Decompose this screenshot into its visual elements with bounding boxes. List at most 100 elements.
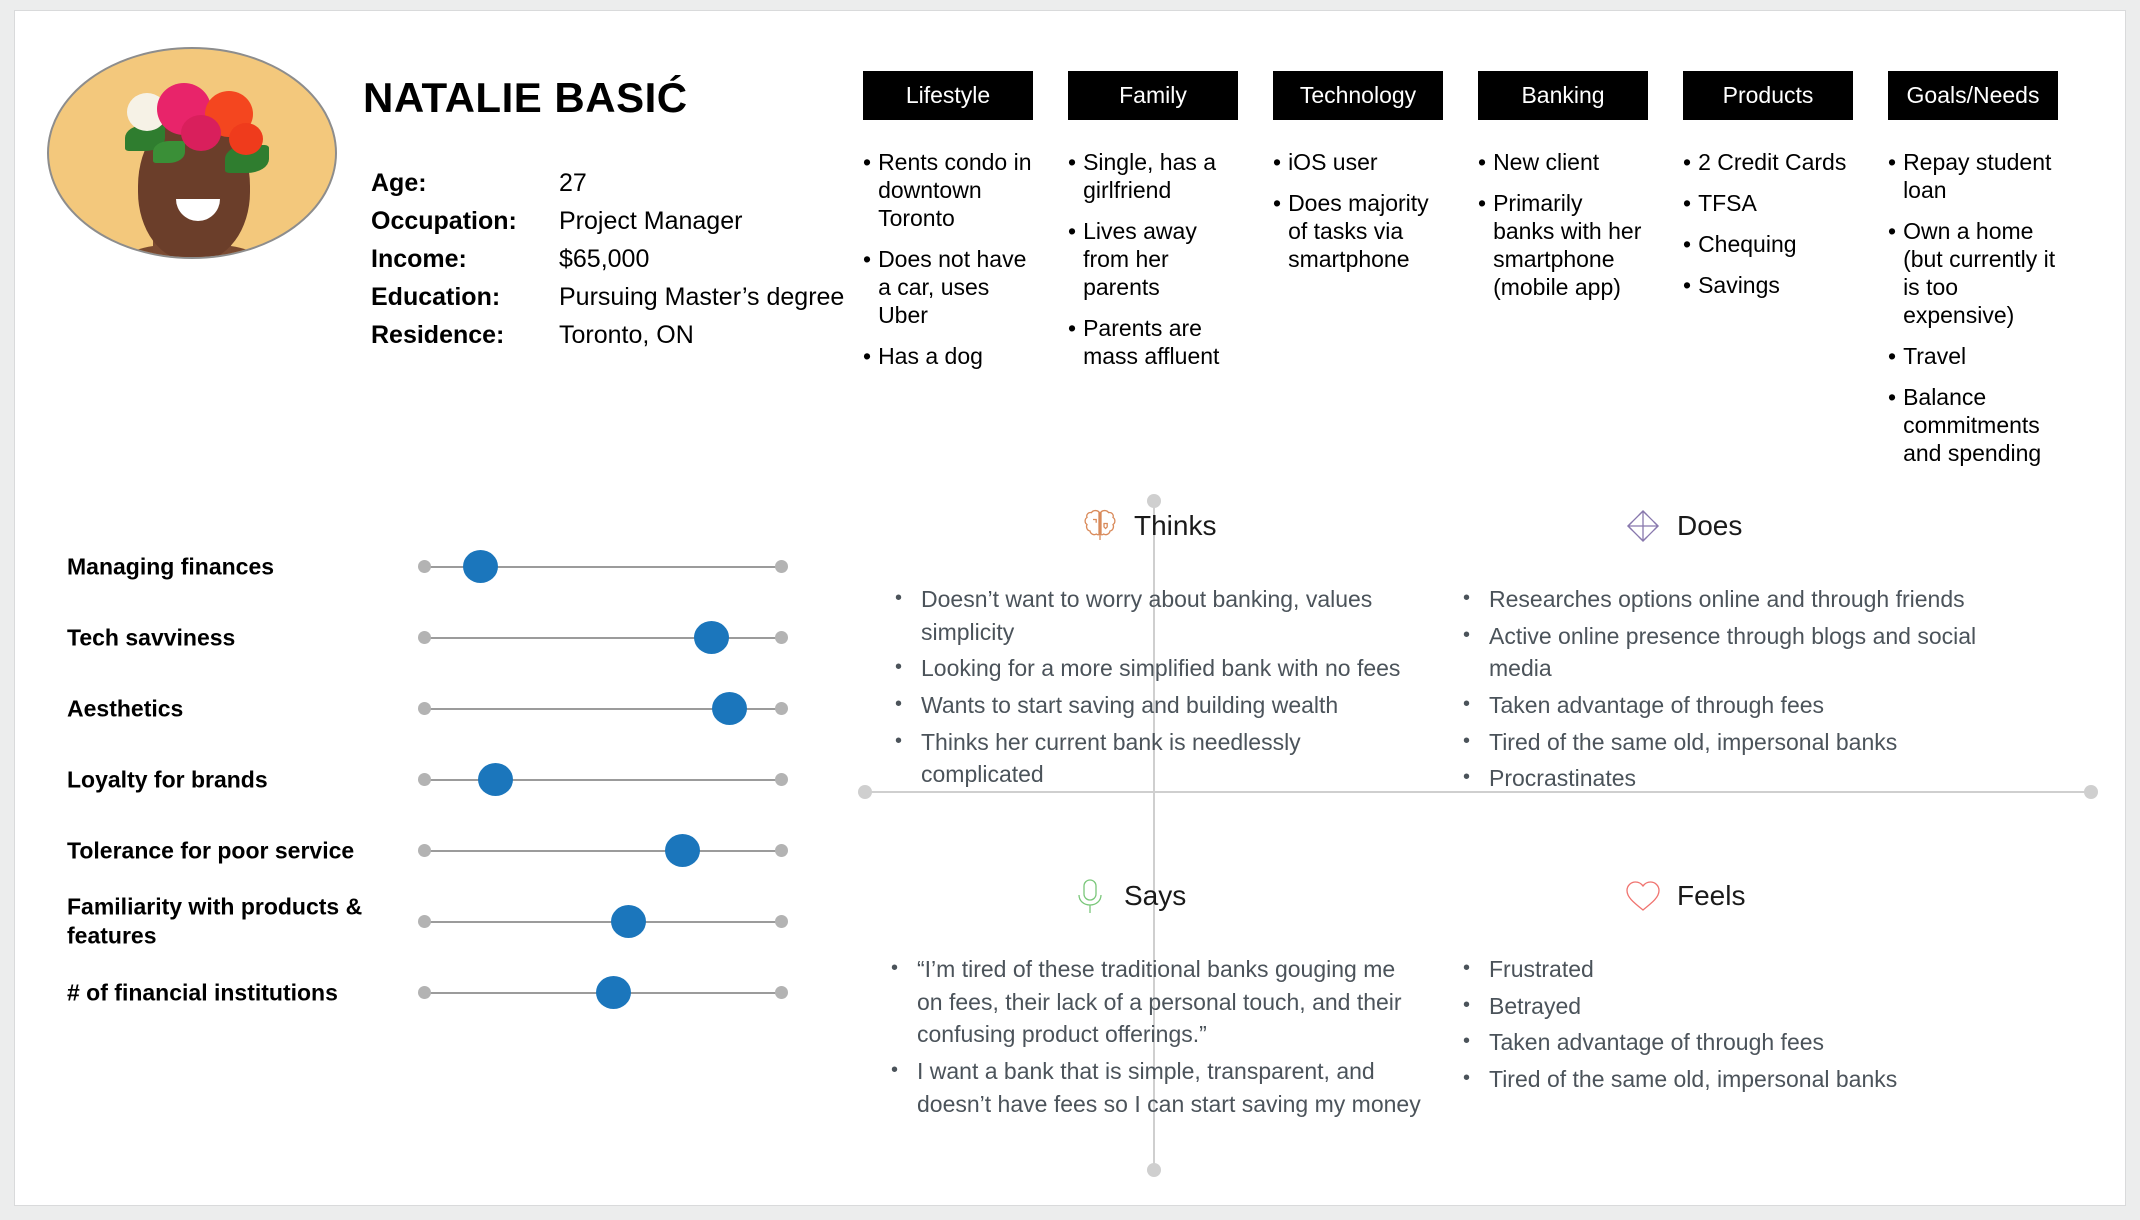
slider-endpoint-dot [775,702,788,715]
bullet-glyph: • [1683,149,1692,175]
slider-knob[interactable] [610,905,646,938]
slider-track-line [423,920,783,923]
bullet-glyph: • [891,1058,899,1081]
slider-label: Tech savviness [67,623,236,650]
slider-endpoint-dot [418,702,431,715]
move-arrows-icon [1623,506,1663,546]
slider-track[interactable] [418,692,788,725]
list-item-text: iOS user [1288,149,1378,175]
bullet-glyph: • [895,729,903,752]
slider-knob[interactable] [463,550,499,583]
bullet-glyph: • [1068,315,1077,342]
demographic-row: Residence: Toronto, ON [371,321,844,359]
list-item: •Frustrated [1463,953,2023,986]
category-list: •New client•Primarily banks with her sma… [1478,148,1648,301]
says-list: •“I’m tired of these traditional banks g… [891,953,1421,1120]
slider-row: Tech savviness [67,602,807,673]
avatar-smile [176,199,220,221]
leaf-icon [153,141,185,163]
slider-endpoint-dot [418,986,431,999]
bullet-glyph: • [1463,587,1471,609]
microphone-icon [1070,876,1110,916]
list-item: •“I’m tired of these traditional banks g… [891,953,1421,1051]
slider-endpoint-dot [418,560,431,573]
heart-icon [1623,876,1663,916]
slider-track[interactable] [418,621,788,654]
slider-track[interactable] [418,763,788,796]
bullet-glyph: • [1463,957,1471,979]
slider-label: Tolerance for poor service [67,836,355,863]
slider-knob[interactable] [477,763,513,796]
avatar [47,47,337,259]
bullet-glyph: • [895,656,903,679]
slider-endpoint-dot [418,773,431,786]
page-title: NATALIE BASIĆ [363,74,688,121]
slider-track[interactable] [418,976,788,1009]
list-item: •Researches options online and through f… [1463,583,2023,616]
bullet-glyph: • [1683,231,1692,258]
demographic-row: Income: $65,000 [371,245,844,283]
quadrant-title-says: Says [1070,876,1186,916]
list-item-text: Primarily banks with her smartphone (mob… [1493,190,1642,301]
slider-track-line [423,707,783,710]
list-item: •Rents condo in downtown Toronto [863,148,1033,232]
list-item: •Procrastinates [1463,762,2023,795]
category-header: Products [1683,71,1853,120]
bullet-glyph: • [863,343,872,370]
category-column: Technology •iOS user •Does majority of tas… [1273,71,1443,480]
bullet-glyph: • [1683,190,1692,217]
category-header: Lifestyle [863,71,1033,120]
list-item-text: Thinks her current bank is needlessly co… [921,728,1301,788]
slider-endpoint-dot [418,915,431,928]
list-item: •Primarily banks with her smartphone (mo… [1478,189,1648,301]
list-item-text: Active online presence through blogs and… [1489,622,1977,682]
list-item: •Chequing [1683,230,1853,258]
category-column: Goals/Needs•Repay student loan•Own a hom… [1888,71,2058,480]
list-item: •Doesn’t want to worry about banking, va… [895,583,1425,648]
bullet-glyph: • [1888,218,1897,245]
slider-knob[interactable] [711,692,747,725]
slider-knob[interactable] [596,976,632,1009]
bullet-glyph: • [1463,1030,1471,1053]
list-item: •Lives away from her parents [1068,217,1238,301]
demographic-value: $65,000 [559,245,650,273]
category-list: •iOS user •Does majority of tasks via sma… [1273,148,1443,273]
category-header: Technology [1273,71,1443,120]
feels-list: •Frustrated•Betrayed•Taken advantage of … [1463,953,2023,1096]
bullet-glyph: • [1463,993,1471,1016]
slider-track[interactable] [418,905,788,938]
list-item: •iOS user [1273,148,1443,176]
bullet-glyph: • [1273,190,1282,217]
demographic-value: Toronto, ON [559,321,694,349]
empathy-axis-horizontal [865,791,2095,793]
category-column: Banking •New client•Primarily banks with … [1478,71,1648,480]
bullet-glyph: • [895,692,903,715]
demographic-row: Education: Pursuing Master’s degree [371,283,844,321]
bullet-glyph: • [891,957,899,979]
list-item-text: Own a home (but currently it is too expe… [1903,218,2056,329]
slider-track[interactable] [418,550,788,583]
category-header: Banking [1478,71,1648,120]
demographic-value: 27 [559,169,587,197]
bullet-glyph: • [1683,272,1692,299]
list-item: •Repay student loan [1888,148,2058,204]
slider-knob[interactable] [664,834,700,867]
slider-track[interactable] [418,834,788,867]
bullet-glyph: • [1463,692,1471,715]
slider-endpoint-dot [775,631,788,644]
list-item-text: Single, has a girlfriend [1083,149,1217,204]
demographic-value: Project Manager [559,207,743,235]
slider-knob[interactable] [693,621,729,654]
slider-label: Managing finances [67,552,275,579]
list-item: •Does majority of tasks via smartphone [1273,189,1443,273]
list-item-text: Parents are mass affluent [1083,315,1220,370]
bullet-glyph: • [863,149,872,175]
slider-label: Loyalty for brands [67,765,268,792]
list-item: •Looking for a more simplified bank with… [895,652,1425,685]
bullet-glyph: • [1888,384,1897,411]
persona-canvas: NATALIE BASIĆ Age: 27 Occupation: Projec… [14,10,2126,1206]
list-item: •Does not have a car, uses Uber [863,245,1033,329]
list-item: •Taken advantage of through fees [1463,1026,2023,1059]
empathy-axis-vertical [1153,501,1155,1171]
